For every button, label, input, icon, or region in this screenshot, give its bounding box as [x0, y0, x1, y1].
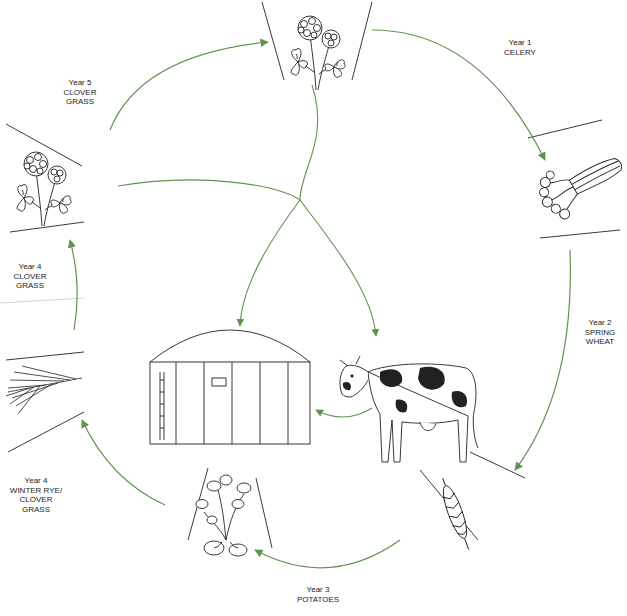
- biogas-plant: [150, 330, 310, 444]
- cow-icon: [368, 364, 478, 462]
- cow-icon: [418, 367, 445, 390]
- celery-icon: [558, 207, 572, 221]
- clover-icon: [291, 16, 345, 90]
- rotation-arrow: [255, 540, 400, 568]
- celery-icon: [572, 158, 621, 191]
- segment-separator: [188, 468, 208, 540]
- potato-icon: [237, 483, 251, 493]
- segment-separator: [6, 2, 620, 548]
- year-label: Year 1 CELERY: [500, 38, 540, 57]
- flow-line: [300, 85, 318, 200]
- potato-icon: [204, 490, 244, 540]
- cow-icon: [396, 400, 408, 413]
- rotation-arrow: [515, 250, 570, 470]
- flow-line: [316, 408, 372, 417]
- cow-icon: [343, 367, 467, 413]
- rotation-arrow: [70, 240, 77, 330]
- year-label: Year 4 CLOVER GRASS: [10, 262, 50, 291]
- cow-icon: [340, 356, 360, 366]
- year-label: Year 4 WINTER RYE/ CLOVER GRASS: [8, 476, 64, 514]
- biogas-plant: [150, 362, 310, 444]
- wheat-icon: [465, 538, 469, 549]
- year-label: Year 2 SPRING WHEAT: [581, 318, 619, 347]
- segment-separator: [6, 352, 84, 360]
- biogas-plant: [212, 378, 226, 386]
- rye-icon: [6, 366, 76, 396]
- segment-separator: [8, 412, 84, 452]
- rye-icon: [6, 366, 82, 414]
- wheat-icon: [436, 476, 470, 537]
- wheat-icon: [436, 476, 475, 552]
- celery-icon: [569, 153, 624, 196]
- rotation-arrow: [110, 42, 268, 130]
- segment-separator: [352, 2, 372, 80]
- potato-icon: [196, 475, 251, 556]
- potato-icon: [207, 516, 217, 524]
- clover-icon: [17, 152, 71, 226]
- segment-separator: [540, 230, 620, 238]
- cow-icon: [343, 382, 351, 390]
- cow-icon: [351, 375, 353, 377]
- potato-icon: [196, 500, 208, 509]
- year-label: Year 5 CLOVER GRASS: [60, 78, 100, 107]
- rotation-arrow: [70, 30, 570, 568]
- year-label: Year 3 POTATOES: [294, 585, 342, 604]
- biogas-plant: [176, 362, 288, 444]
- cow-icon: [340, 356, 478, 462]
- celery-icon: [545, 169, 556, 180]
- rye-icon: [8, 372, 70, 414]
- faint-separator: [0, 298, 84, 303]
- segment-separator: [256, 478, 272, 548]
- potato-icon: [207, 481, 221, 491]
- flow-line: [300, 200, 376, 336]
- segment-separator: [470, 452, 525, 478]
- cow-icon: [380, 369, 402, 387]
- segment-separator: [10, 222, 84, 232]
- cow-icon: [420, 422, 436, 431]
- potato-icon: [214, 542, 238, 548]
- celery-icon: [538, 186, 550, 198]
- potato-icon: [232, 500, 244, 509]
- flow-line: [240, 200, 300, 326]
- rotation-arrow: [372, 30, 545, 160]
- cow-icon: [340, 365, 368, 397]
- potato-icon: [220, 475, 232, 485]
- cow-icon: [452, 391, 467, 407]
- biogas-plant: [150, 330, 310, 362]
- biogas-plant: [160, 372, 164, 440]
- segment-separator: [262, 2, 284, 80]
- segment-separator: [420, 470, 478, 540]
- flow-line: [118, 180, 300, 200]
- segment-separator: [528, 120, 602, 138]
- celery-icon: [530, 138, 627, 225]
- wheat-icon: [439, 483, 471, 540]
- potato-icon: [229, 544, 247, 556]
